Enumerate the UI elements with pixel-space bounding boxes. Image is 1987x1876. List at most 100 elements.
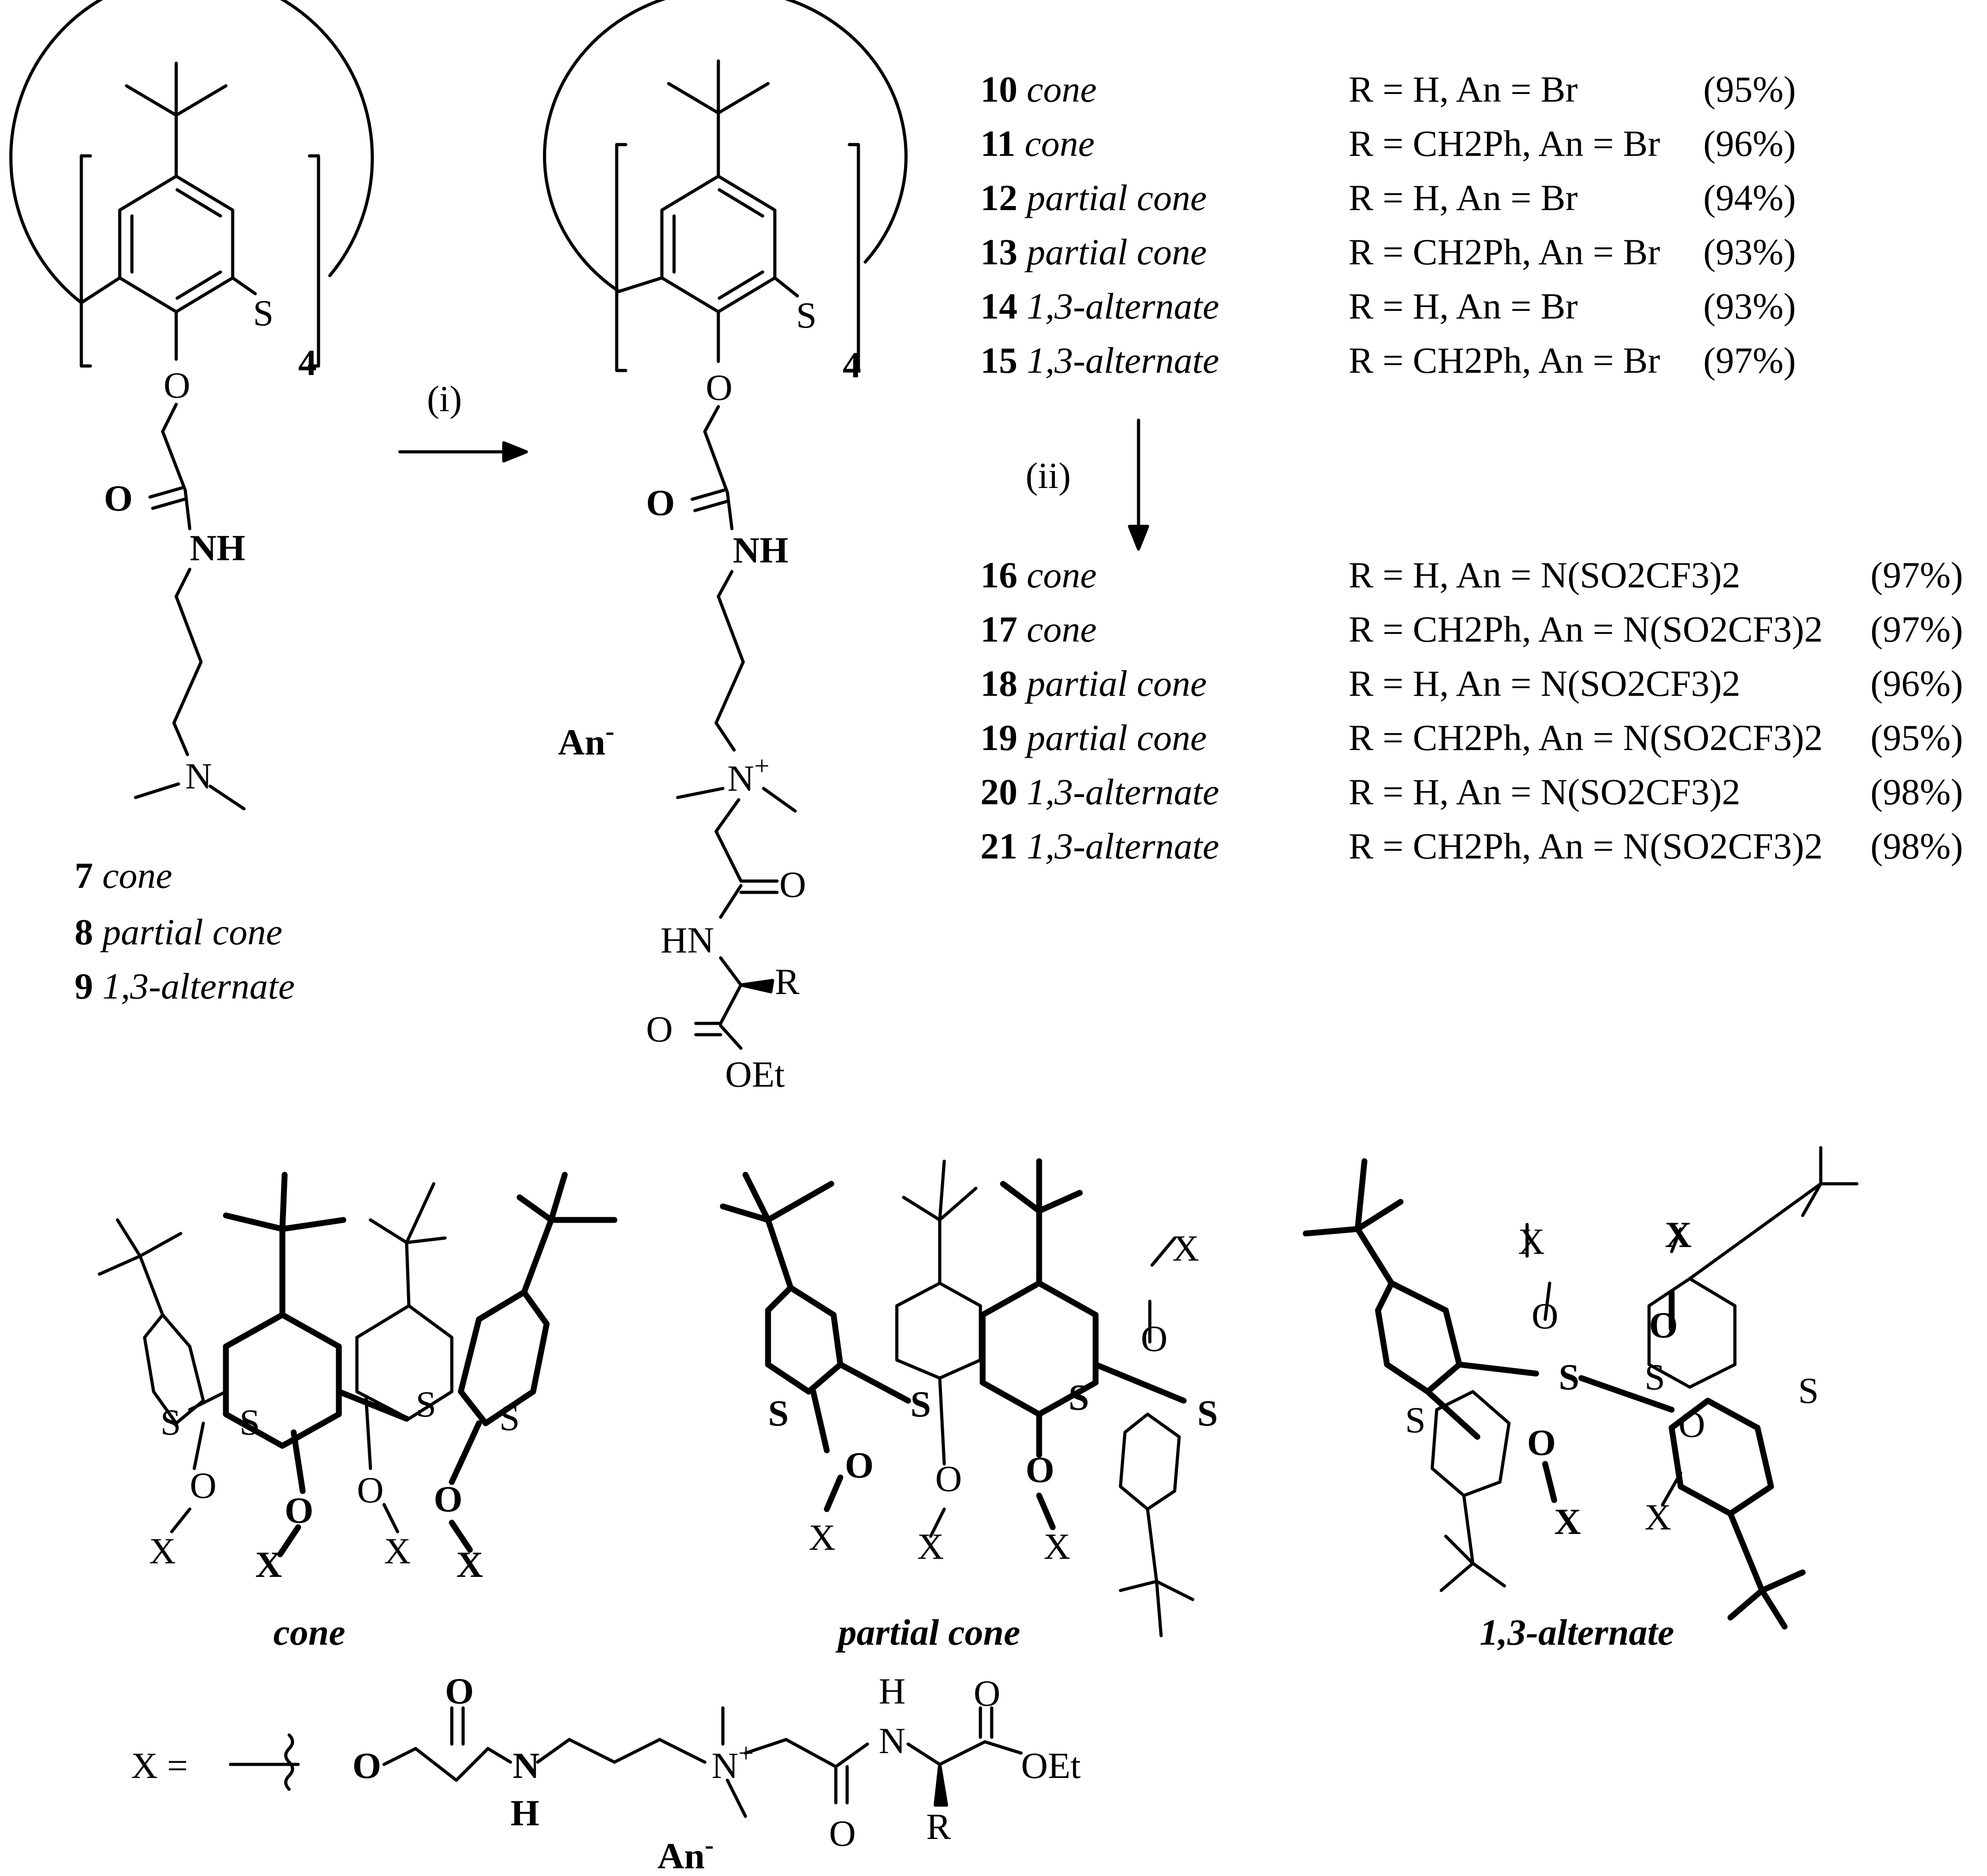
x-substituent: X	[456, 1544, 483, 1585]
s-atom: S	[416, 1384, 436, 1425]
svg-text:R = H, An = Br: R = H, An = Br	[1349, 177, 1578, 218]
o-atom: O	[845, 1445, 874, 1486]
x-substituent: X	[1518, 1221, 1545, 1262]
x-substituent: X	[255, 1544, 282, 1585]
o-atom: O	[1141, 1318, 1167, 1359]
ntf2-table: 16 cone R = H, An = N(SO2CF3)2 (97%) 17 …	[980, 554, 1963, 867]
table-row: 15 1,3-alternate R = CH2Ph, An = Br (97%…	[980, 340, 1796, 381]
svg-text:R = H, An = Br: R = H, An = Br	[1349, 286, 1578, 327]
o-atom-3: O	[646, 1008, 673, 1050]
x-substituent: X	[1172, 1228, 1199, 1269]
o-atom: O	[445, 1670, 474, 1712]
svg-text:R = H, An = N(SO2CF3)2: R = H, An = N(SO2CF3)2	[1349, 554, 1740, 596]
left-bracket	[80, 154, 92, 368]
o-atom: O	[935, 1458, 962, 1499]
s-atom: S	[239, 1402, 260, 1443]
o-atom: O	[164, 365, 190, 406]
svg-text:(95%): (95%)	[1870, 717, 1963, 758]
r-group: R	[775, 961, 800, 1002]
s-atom: S	[1798, 1370, 1819, 1411]
svg-text:R = CH2Ph, An = N(SO2CF3)2: R = CH2Ph, An = N(SO2CF3)2	[1349, 717, 1823, 758]
bromide-table: 10 cone R = H, An = Br (95%) 11 cone R =…	[980, 69, 1796, 381]
svg-text:(97%): (97%)	[1870, 609, 1963, 650]
x-substituent: X	[1665, 1214, 1692, 1255]
o-amide-atom: O	[646, 482, 675, 523]
svg-text:R = CH2Ph, An = Br: R = CH2Ph, An = Br	[1349, 123, 1660, 164]
cone-conformer	[98, 1172, 618, 1557]
svg-text:(96%): (96%)	[1870, 663, 1963, 704]
svg-text:10 cone: 10 cone	[980, 69, 1097, 110]
svg-text:(97%): (97%)	[1703, 340, 1796, 381]
s-atom: S	[1068, 1377, 1089, 1418]
table-row: 16 cone R = H, An = N(SO2CF3)2 (97%)	[980, 554, 1963, 596]
svg-text:(93%): (93%)	[1703, 231, 1796, 272]
cone-label: cone	[273, 1612, 345, 1653]
x-substituent: X	[149, 1530, 176, 1571]
alternate-conformer	[1303, 1146, 1859, 1630]
subscript-4: 4	[298, 342, 317, 383]
h-atom: H	[879, 1670, 905, 1712]
svg-text:(96%): (96%)	[1703, 123, 1796, 164]
svg-text:13 partial cone: 13 partial cone	[980, 231, 1207, 272]
oet-group: OEt	[725, 1054, 785, 1095]
o-atom: O	[1678, 1404, 1705, 1445]
x-substituent: X	[1645, 1496, 1671, 1538]
s-atom: S	[910, 1384, 931, 1425]
table-row: 10 cone R = H, An = Br (95%)	[980, 69, 1796, 110]
svg-text:16 cone: 16 cone	[980, 554, 1097, 596]
o-atom: O	[829, 1813, 856, 1854]
svg-text:20 1,3-alternate: 20 1,3-alternate	[980, 771, 1219, 812]
nh-atom: NH	[733, 530, 788, 571]
partial-cone-conformer	[720, 1158, 1195, 1637]
o-atom: O	[352, 1745, 381, 1786]
reaction-arrow-ii	[1128, 418, 1149, 551]
svg-text:R = H, An = N(SO2CF3)2: R = H, An = N(SO2CF3)2	[1349, 771, 1740, 812]
wavy-bond	[284, 1733, 294, 1791]
x-substituent: X	[384, 1530, 411, 1571]
svg-text:R = CH2Ph, An = Br: R = CH2Ph, An = Br	[1349, 231, 1660, 272]
svg-text:11 cone: 11 cone	[980, 123, 1095, 164]
starting-compound	[9, 0, 374, 811]
s-atom: S	[1645, 1356, 1665, 1398]
svg-text:R = CH2Ph, An = N(SO2CF3)2: R = CH2Ph, An = N(SO2CF3)2	[1349, 609, 1823, 650]
svg-text:(98%): (98%)	[1870, 771, 1963, 812]
macrocycle-arc	[9, 0, 374, 305]
svg-text:(95%): (95%)	[1703, 69, 1796, 110]
o-atom: O	[1026, 1449, 1054, 1490]
table-row: 11 cone R = CH2Ph, An = Br (96%)	[980, 123, 1796, 164]
right-bracket	[848, 143, 860, 372]
x-substituent: X	[1554, 1501, 1581, 1542]
svg-text:(98%): (98%)	[1870, 825, 1963, 867]
list-item: 8 partial cone	[75, 911, 282, 952]
table-row: 18 partial cone R = H, An = N(SO2CF3)2 (…	[980, 663, 1963, 704]
o-atom: O	[434, 1478, 463, 1520]
o-atom: O	[1532, 1295, 1558, 1337]
svg-text:14 1,3-alternate: 14 1,3-alternate	[980, 286, 1219, 327]
x-equals: X =	[131, 1745, 188, 1786]
o-atom-2: O	[779, 864, 806, 905]
s-atom: S	[1197, 1393, 1218, 1434]
step-i-label: (i)	[427, 378, 462, 419]
table-row: 14 1,3-alternate R = H, An = Br (93%)	[980, 286, 1796, 327]
svg-text:17 cone: 17 cone	[980, 609, 1097, 650]
x-definition-structure	[229, 1706, 1023, 1818]
svg-text:19 partial cone: 19 partial cone	[980, 717, 1207, 758]
h-atom: H	[511, 1792, 539, 1834]
product-compound	[543, 0, 908, 1050]
table-row: 13 partial cone R = CH2Ph, An = Br (93%)	[980, 231, 1796, 272]
n-atom: N	[513, 1745, 539, 1786]
svg-text:R = CH2Ph, An = Br: R = CH2Ph, An = Br	[1349, 340, 1660, 381]
reaction-arrow-i	[398, 441, 528, 463]
s-atom: S	[253, 292, 274, 333]
o-atom: O	[974, 1673, 1000, 1714]
x-substituent: X	[1044, 1526, 1070, 1567]
s-atom: S	[1559, 1356, 1579, 1398]
partial-cone-label: partial cone	[835, 1612, 1020, 1653]
svg-text:R = H, An = N(SO2CF3)2: R = H, An = N(SO2CF3)2	[1349, 663, 1740, 704]
svg-text:18 partial cone: 18 partial cone	[980, 663, 1207, 704]
nh-atom: NH	[190, 527, 245, 568]
left-bracket	[615, 143, 628, 372]
svg-text:15 1,3-alternate: 15 1,3-alternate	[980, 340, 1219, 381]
